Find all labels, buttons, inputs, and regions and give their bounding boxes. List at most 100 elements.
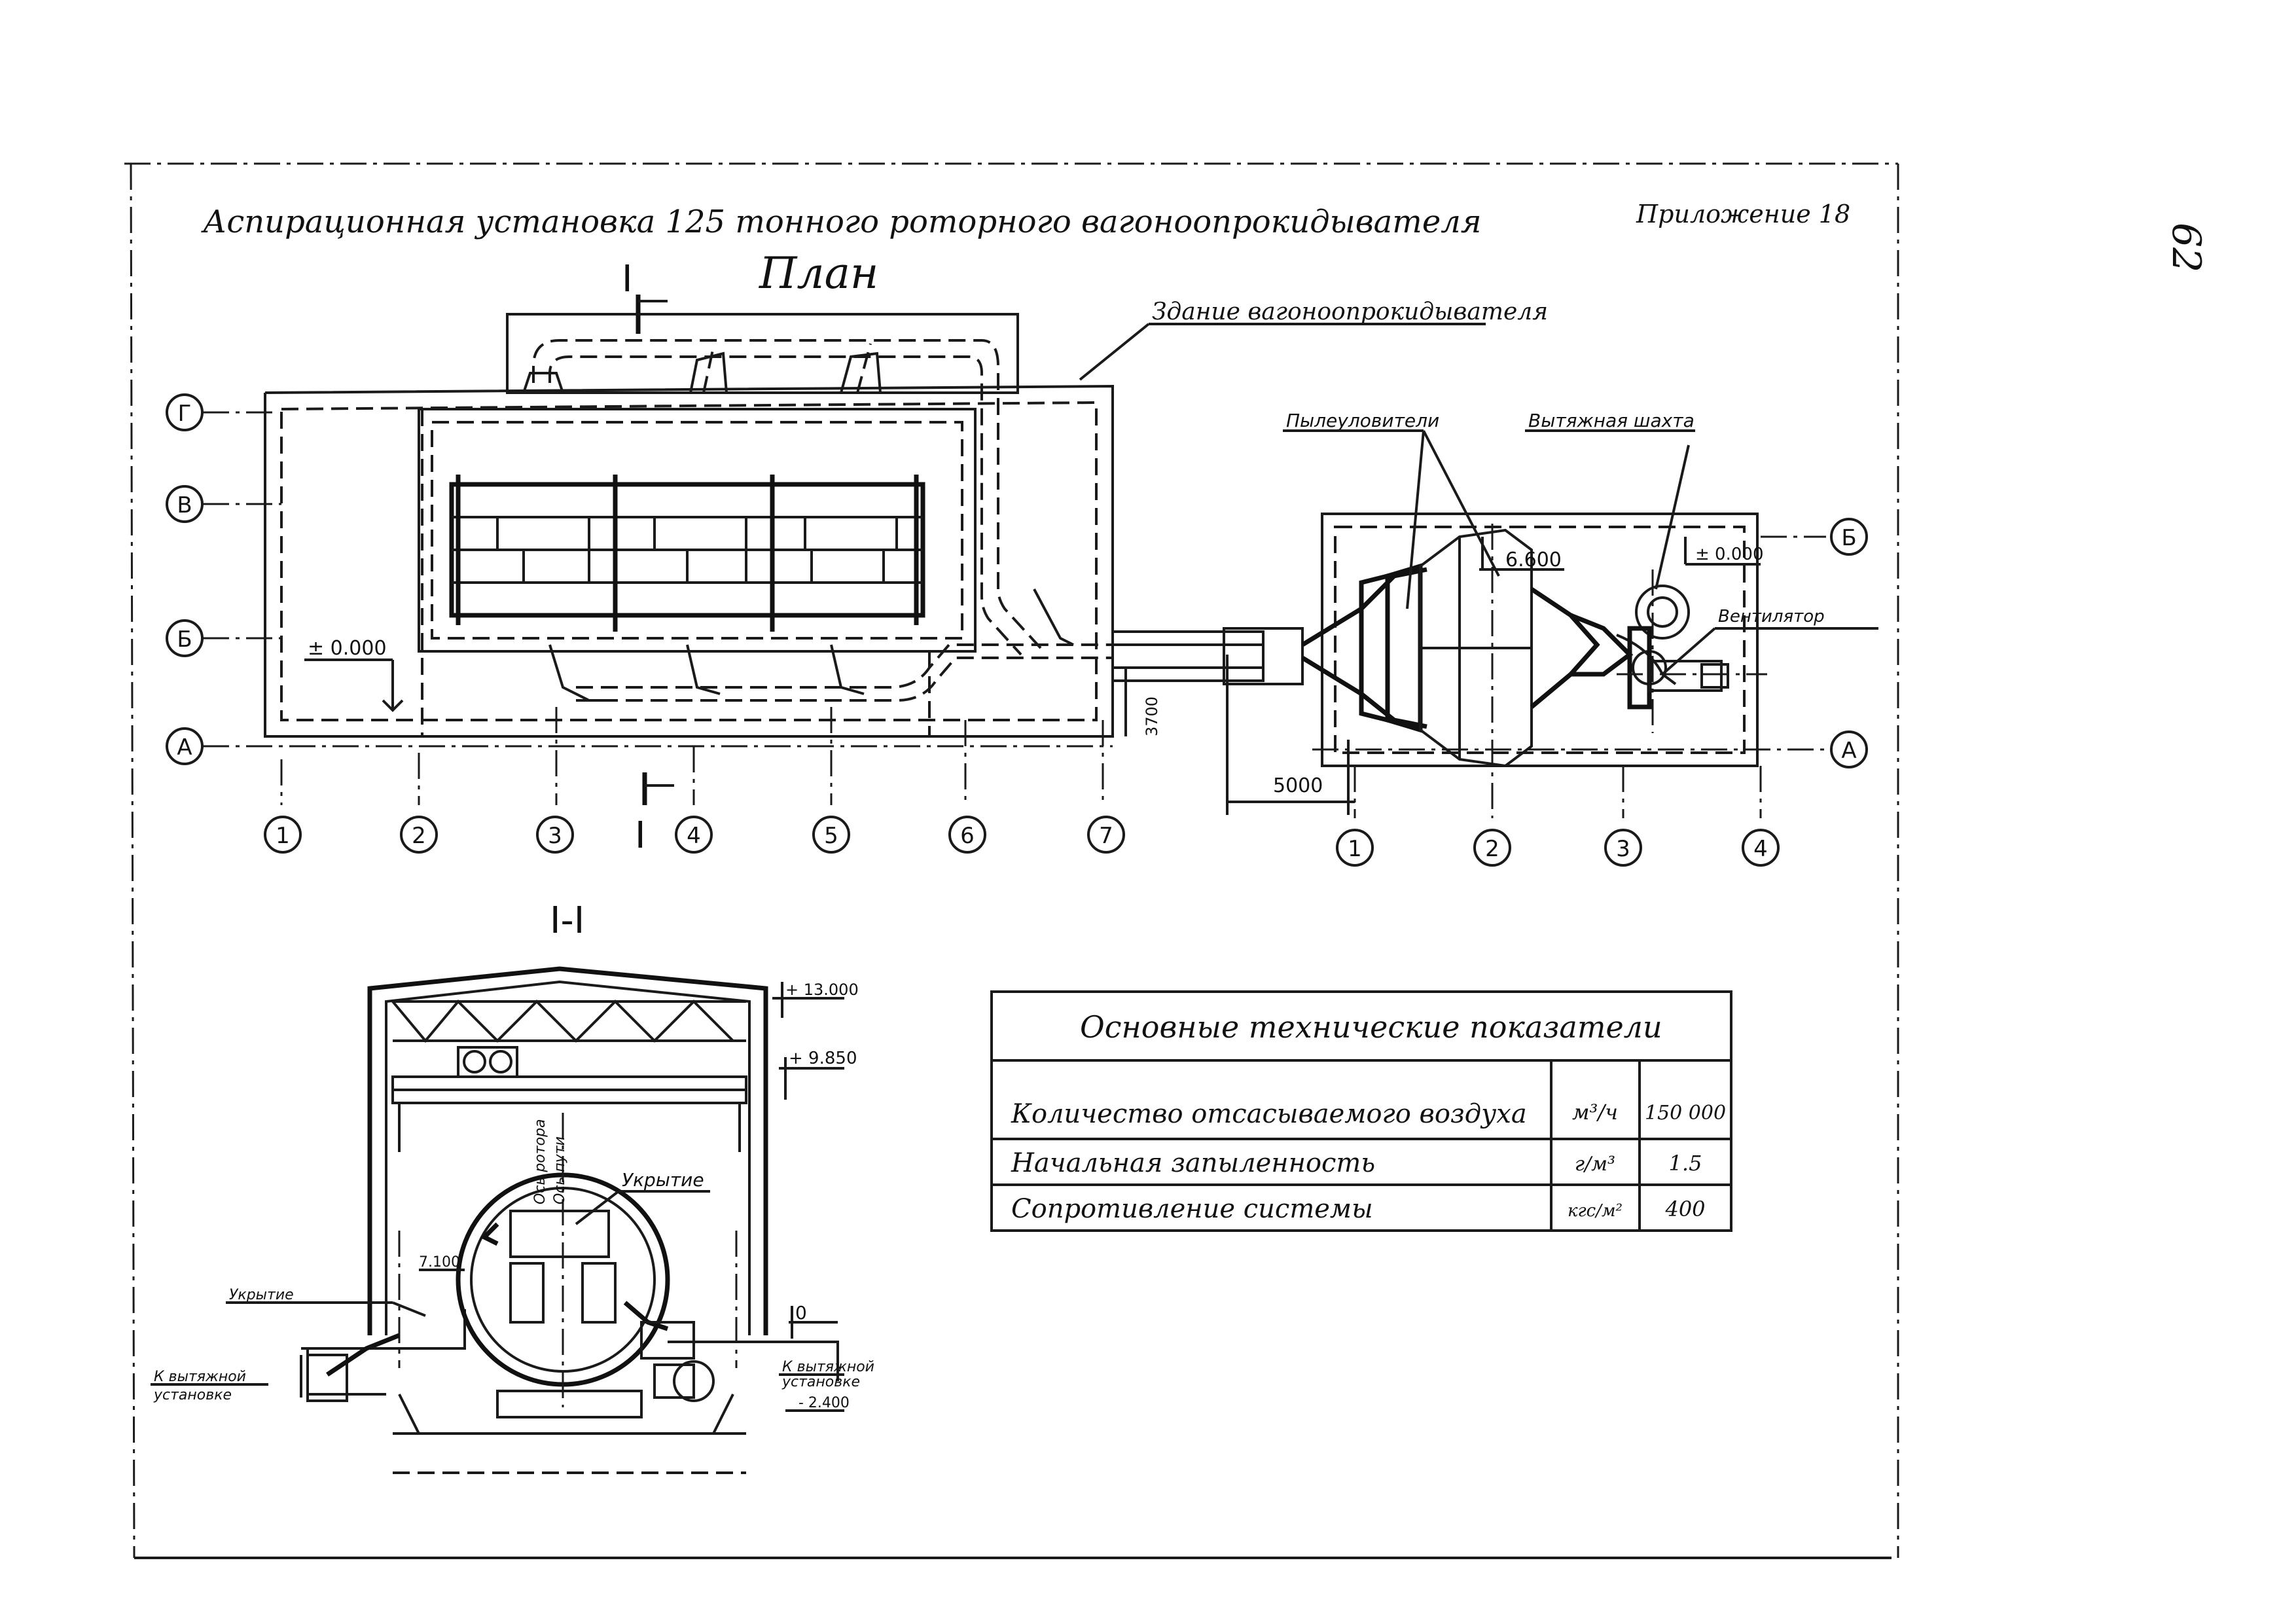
table-row-2-value: 1.5	[1669, 1151, 1702, 1176]
axis-bubble-col-2: 2	[400, 816, 438, 854]
svg-text:Укрытие: Укрытие	[229, 1287, 294, 1303]
axis-bubble-col-3: 3	[536, 816, 574, 854]
axis-bubble-right-col-1: 1	[1336, 829, 1374, 867]
table-row-3-value: 400	[1664, 1197, 1705, 1221]
axis-bubble-col-5: 5	[812, 816, 850, 854]
svg-text:Вытяжная шахта: Вытяжная шахта	[1528, 410, 1695, 431]
svg-text:Б: Б	[177, 626, 192, 653]
svg-text:7: 7	[1099, 823, 1113, 849]
axis-bubble-row-a: А	[166, 727, 204, 765]
rotor-axis-label: Ось ротора Ось пути	[532, 1119, 568, 1204]
svg-text:Укрытие: Укрытие	[622, 1169, 704, 1191]
page-number: 62	[2163, 223, 2209, 272]
svg-text:3: 3	[548, 823, 562, 849]
axis-bubble-col-7: 7	[1087, 816, 1125, 854]
axis-grid-right: Б А 1 2 3 4	[1312, 518, 1868, 867]
table-row-2-name: Начальная запыленность	[1011, 1148, 1375, 1178]
table-row-3-name: Сопротивление системы	[1011, 1194, 1373, 1224]
svg-text:2: 2	[1485, 836, 1499, 862]
axis-bubble-col-6: 6	[948, 816, 986, 854]
svg-text:А: А	[177, 734, 192, 761]
svg-text:5000: 5000	[1273, 774, 1323, 797]
svg-text:установке: установке	[781, 1374, 860, 1390]
axis-bubble-right-col-2: 2	[1473, 829, 1511, 867]
svg-text:± 0.000: ± 0.000	[1695, 545, 1763, 564]
table-row-1-value: 150 000	[1645, 1102, 1726, 1125]
exhaust-stack-label: Вытяжная шахта	[1525, 410, 1695, 590]
axis-bubble-row-b: Б	[166, 619, 204, 657]
svg-text:5: 5	[824, 823, 838, 849]
svg-text:± 0.000: ± 0.000	[308, 637, 387, 660]
svg-text:3700: 3700	[1143, 696, 1161, 736]
svg-text:Ось ротора: Ось ротора	[532, 1119, 548, 1204]
svg-text:+ 13.000: + 13.000	[785, 981, 859, 999]
table-header: Основные технические показатели	[1080, 1009, 1662, 1045]
sheet-frame	[124, 162, 1899, 1559]
svg-text:- 2.400: - 2.400	[798, 1395, 850, 1411]
svg-text:6.600: 6.600	[1505, 549, 1562, 571]
cover-left-label: Укрытие	[226, 1287, 426, 1317]
svg-text:Ось пути: Ось пути	[552, 1136, 568, 1204]
svg-text:1: 1	[1348, 836, 1362, 862]
svg-text:Г: Г	[178, 401, 192, 427]
axis-bubble-right-col-4: 4	[1742, 829, 1780, 867]
svg-text:I: I	[635, 814, 646, 857]
axis-bubble-row-g: Г	[166, 393, 204, 431]
svg-text:3: 3	[1616, 836, 1630, 862]
dimension-3700: 3700	[1124, 668, 1161, 736]
svg-text:Здание вагоноопрокидывателя: Здание вагоноопрокидывателя	[1152, 298, 1548, 325]
svg-text:I: I	[622, 258, 633, 300]
to-exhaust-left-label: К вытяжной установке	[151, 1333, 401, 1403]
plan-building	[264, 384, 1114, 738]
svg-text:Пылеуловители: Пылеуловители	[1286, 410, 1439, 431]
svg-text:1: 1	[276, 823, 290, 849]
svg-text:4: 4	[687, 823, 701, 849]
svg-text:установке: установке	[153, 1387, 232, 1403]
fan-label: Вентилятор	[1661, 607, 1878, 676]
svg-text:6: 6	[960, 823, 975, 849]
svg-text:2: 2	[412, 823, 426, 849]
table-row-2-unit: г/м³	[1575, 1153, 1615, 1176]
section-cut-mark-bottom: I	[635, 772, 674, 857]
axis-bubble-col-4: 4	[675, 816, 713, 854]
technical-indicators-table: Основные технические показатели Количест…	[990, 990, 1732, 1232]
plan-top-duct	[506, 313, 1042, 656]
appendix-label: Приложение 18	[1636, 200, 1850, 228]
section-elevations: + 13.000 + 9.850 7.100 0 - 2.400	[419, 981, 859, 1412]
drawing-title: Аспирационная установка 125 тонного рото…	[201, 204, 1482, 240]
to-exhaust-right-label: К вытяжной установке	[779, 1359, 874, 1390]
table-row-3-unit: кгс/м²	[1568, 1201, 1623, 1221]
axis-bubble-right-row-a: А	[1830, 731, 1868, 768]
plan-fan	[1617, 569, 1767, 733]
elevation-marks-plan: ± 0.000 6.600 ± 0.000	[304, 537, 1763, 712]
axis-bubble-right-col-3: 3	[1604, 829, 1642, 867]
svg-text:Б: Б	[1841, 525, 1856, 551]
svg-text:Вентилятор: Вентилятор	[1718, 607, 1825, 626]
dust-collector-label: Пылеуловители	[1283, 410, 1500, 609]
table-row-1-unit: м³/ч	[1572, 1100, 1618, 1125]
plan-title: План	[759, 248, 878, 298]
dimension-5000: 5000	[1226, 655, 1355, 815]
section-building	[300, 966, 839, 1474]
svg-text:+ 9.850: + 9.850	[789, 1049, 857, 1068]
svg-text:А: А	[1841, 738, 1856, 764]
axis-bubble-row-v: В	[166, 485, 204, 523]
svg-text:0: 0	[795, 1302, 807, 1324]
cover-label: Укрытие	[575, 1169, 710, 1225]
building-label: Здание вагоноопрокидывателя	[1079, 298, 1548, 381]
svg-text:4: 4	[1753, 836, 1768, 862]
axis-grid-left: Г В Б А 1 2 3 4 5 6 7	[166, 393, 1125, 854]
section-rotor	[456, 1113, 715, 1407]
svg-text:7.100: 7.100	[419, 1254, 460, 1271]
section-title: I-I	[550, 899, 584, 942]
svg-text:К вытяжной: К вытяжной	[782, 1359, 874, 1375]
plan-bottom-duct	[548, 588, 1113, 702]
section-cut-mark-top: I	[622, 258, 668, 334]
svg-text:К вытяжной: К вытяжной	[154, 1369, 246, 1385]
axis-bubble-right-row-b: Б	[1830, 518, 1868, 556]
axis-bubble-col-1: 1	[264, 816, 302, 854]
svg-text:В: В	[177, 492, 192, 518]
plan-connecting-duct	[1111, 627, 1304, 685]
table-row-1-name: Количество отсасываемого воздуха	[1011, 1099, 1527, 1129]
